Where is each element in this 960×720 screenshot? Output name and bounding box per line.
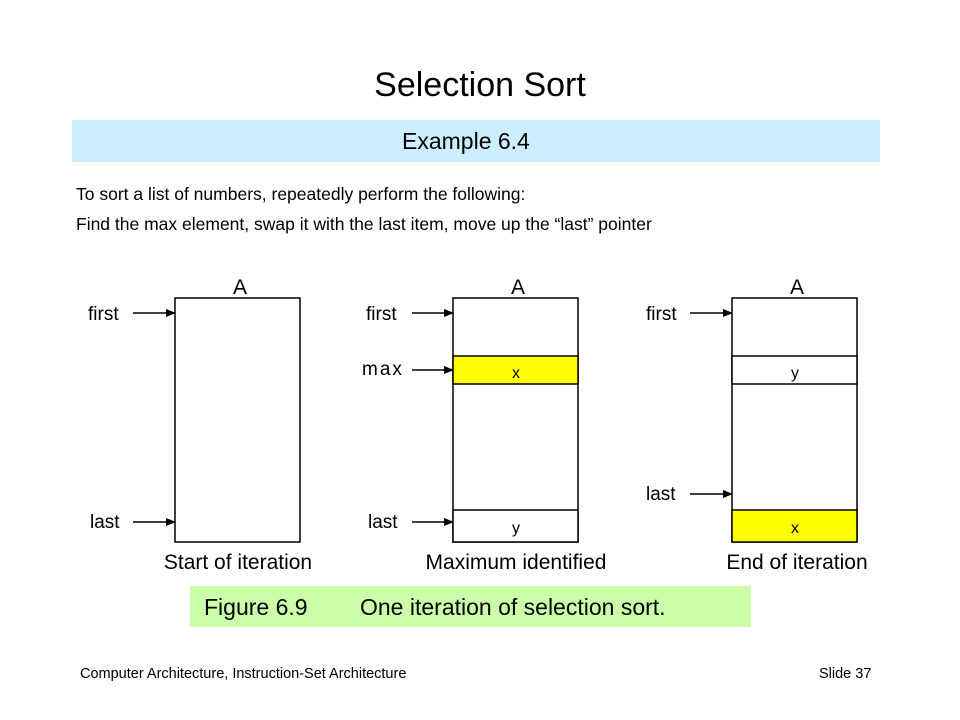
figure-caption-box: [190, 586, 751, 627]
last-cell: [452, 509, 579, 543]
array-box: [731, 297, 858, 543]
footer-course-title: Computer Architecture, Instruction-Set A…: [80, 666, 407, 682]
array-box: [174, 297, 301, 543]
cell-x-label: x: [512, 365, 520, 382]
footer-slide-number: Slide 37: [819, 666, 872, 682]
description-line-2: Find the max element, swap it with the l…: [76, 214, 652, 234]
description-line-1: To sort a list of numbers, repeatedly pe…: [76, 184, 526, 204]
first-pointer-label: first: [366, 304, 397, 325]
max-pointer-label: max: [362, 359, 404, 380]
array-label-a: A: [511, 276, 525, 299]
panel-start-of-iteration: A first last Start of iteration: [88, 276, 312, 574]
first-pointer-label: first: [646, 304, 677, 325]
cell-x-label: x: [791, 520, 799, 537]
panel-maximum-identified: A x y first max last Maximum identified: [362, 276, 606, 574]
example-banner: [72, 120, 880, 162]
selection-sort-figure: A first last Start of iteration A x y fi…: [88, 276, 868, 574]
last-pointer-label: last: [646, 484, 676, 505]
last-pointer-label: last: [368, 512, 398, 533]
slide-title: Selection Sort: [374, 66, 586, 104]
array-label-a: A: [790, 276, 804, 299]
array-label-a: A: [233, 276, 247, 299]
max-cell-highlight: [731, 509, 858, 543]
panel-caption: End of iteration: [726, 551, 867, 574]
array-box: [452, 297, 579, 543]
panel-end-of-iteration: A y x first last End of iteration: [646, 276, 868, 574]
panel-caption: Maximum identified: [426, 551, 607, 574]
first-pointer-label: first: [88, 304, 119, 325]
figure-number: Figure 6.9: [204, 594, 308, 620]
figure-caption: One iteration of selection sort.: [360, 594, 666, 620]
example-label: Example 6.4: [402, 128, 530, 154]
swapped-cell: [731, 355, 858, 385]
cell-y-label: y: [512, 520, 520, 537]
panel-caption: Start of iteration: [164, 551, 312, 574]
last-pointer-label: last: [90, 512, 120, 533]
cell-y-label: y: [791, 365, 799, 382]
